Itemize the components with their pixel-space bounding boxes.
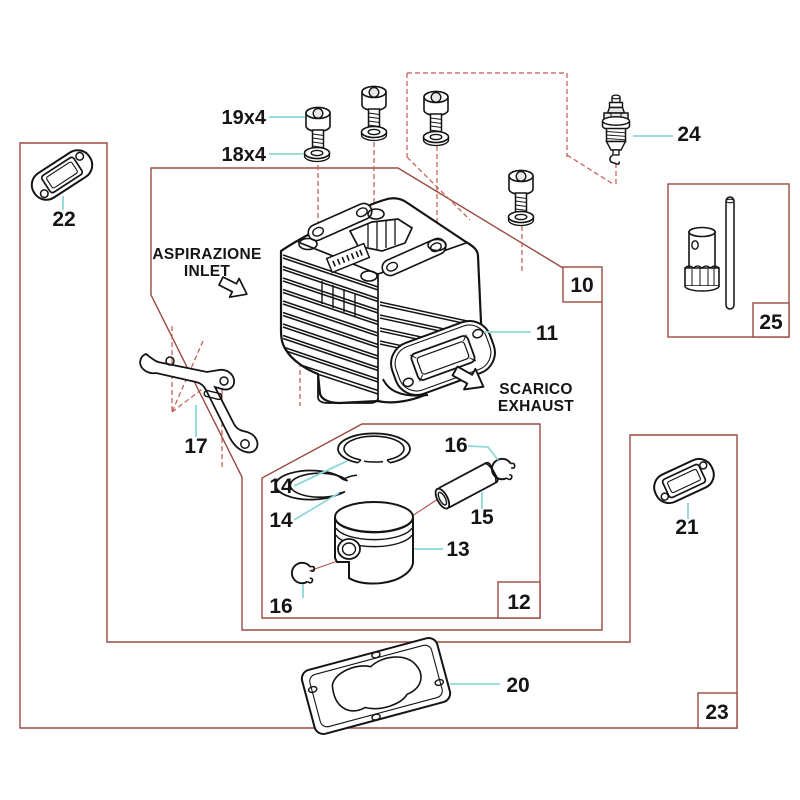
callout-gasket-exhaust: 21 [675,516,699,539]
callout-clip-top: 16 [444,434,467,457]
callout-pin: 15 [470,506,494,529]
washer-icon-a [303,146,331,163]
screw-icon-b [361,85,387,131]
cylinder-strap-left [307,202,373,242]
screw-icon-d [508,169,534,215]
plug-tool-rod-drawing [725,196,735,310]
callout-ring-top: 14 [269,475,293,498]
washer-icon-c [422,130,450,147]
callout-washer-qty: 18x4 [222,144,267,166]
callout-screw-qty: 19x4 [222,107,267,129]
bracket-drawing [139,352,259,454]
group-label-boxes [497,266,790,729]
callout-spark-plug: 24 [677,123,701,146]
group-box-cylinder-kit-outline [150,167,603,631]
callout-leader-lines [62,116,689,685]
group-box-tool-kit-outline [667,183,790,338]
washer-icon-d [507,210,535,227]
group-box-piston-kit-outline [261,423,541,619]
callout-gasket-inlet: 22 [52,208,75,231]
inlet-label-italian: ASPIRAZIONE [152,246,261,263]
base-gasket-drawing [300,637,452,735]
inlet-fins [282,254,379,395]
callout-cylinder: 11 [536,322,559,345]
piston-drawing [334,501,414,585]
washer-icon-b [360,125,388,142]
label-box-10 [562,266,603,303]
screw-icon-c [423,90,449,136]
piston-pin-drawing [434,461,499,510]
label-piston-kit: 12 [507,591,530,614]
inlet-gasket-drawing [30,149,94,201]
group-box-23-outline [19,142,738,729]
callout-gasket-base: 20 [506,674,529,697]
callout-ring-bottom: 14 [269,509,293,532]
screw-icon-a [305,106,331,152]
clip-bottom-drawing [289,560,317,587]
cylinder-nameplate [325,242,371,274]
label-box-25 [752,302,790,338]
piston-ring-top-drawing [337,432,411,464]
label-tool-kit: 25 [759,311,783,334]
exhaust-label-english: EXHAUST [498,398,574,415]
label-box-23 [697,692,738,729]
spark-plug-drawing [601,94,631,165]
label-cylinder-kit: 10 [570,274,593,297]
spark-plug-socket-tool-drawing [684,226,720,292]
callout-bracket: 17 [184,435,207,458]
callout-piston: 13 [446,538,469,561]
callout-clip-bottom: 16 [269,595,292,618]
exhaust-gasket-drawing [653,457,715,505]
intake-port-ribs [321,281,356,316]
label-gasket-kit: 23 [705,701,728,724]
inlet-label-english: INLET [184,263,231,280]
label-box-12 [497,581,541,619]
exhaust-label-italian: SCARICO [499,381,573,398]
